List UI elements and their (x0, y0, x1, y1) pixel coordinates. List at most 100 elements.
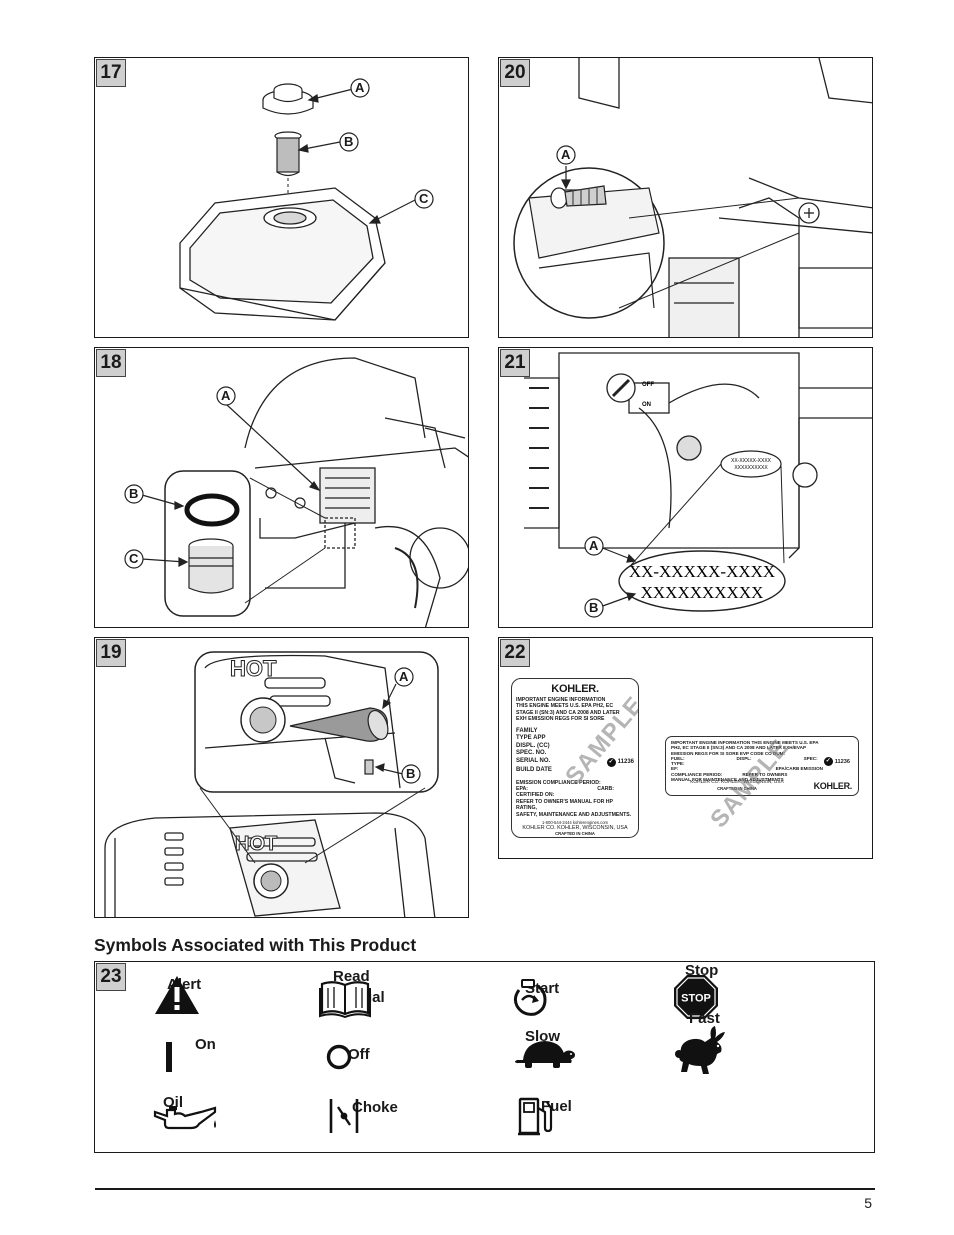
label-field: TYPE APP (516, 735, 546, 742)
choke-icon (329, 1099, 359, 1133)
alert-icon (155, 976, 199, 1014)
label-line: TYPE: (671, 761, 685, 767)
emission-label-right: IMPORTANT ENGINE INFORMATION THIS ENGINE… (665, 736, 859, 796)
fuel-filter-illustration (124, 357, 468, 627)
callout-c: C (419, 191, 429, 206)
callout-b: B (344, 134, 354, 149)
footer-rule (95, 1188, 875, 1190)
start-engine-icon (513, 979, 547, 1016)
symbol-oil: Oil (153, 1094, 217, 1130)
label-line: REFER TO OWNER'S MANUAL FOR HP RATING, (516, 798, 613, 812)
figure-number: 21 (500, 349, 530, 377)
symbol-slow: Slow (513, 1028, 575, 1068)
symbol-start: Start (509, 978, 559, 1016)
cert-number: 11236 (617, 758, 634, 765)
callout-a: A (221, 388, 231, 403)
symbol-read-manual: Read Manual (319, 968, 385, 1018)
figure-20-panel: 20 (498, 57, 873, 338)
fast-label: Fast (689, 1010, 720, 1027)
page-number: 5 (864, 1195, 872, 1211)
label-phone: 1-800-544-2444 kohlerengines.com (541, 820, 609, 826)
kohler-logo: KOHLER. (813, 781, 853, 791)
fuel-pump-icon (518, 1097, 553, 1136)
big-label-line1: XX-XXXXX-XXXX (629, 562, 775, 581)
certification-icon: ✓ (823, 757, 833, 766)
label-line: SPEC: (803, 755, 818, 761)
label-line: IMPORTANT ENGINE INFORMATION THIS ENGINE… (671, 740, 819, 745)
label-line: EMISSION REGS FOR SI SORE EVP CODE CO DU… (671, 750, 786, 756)
figure-number: 23 (96, 963, 126, 991)
figure-number: 22 (500, 639, 530, 667)
switch-on-text: ON (642, 402, 651, 408)
read-manual-label-1: Read (333, 968, 370, 985)
on-label: On (195, 1036, 216, 1053)
book-icon (319, 981, 371, 1018)
symbol-stop: STOP Stop (673, 962, 718, 1019)
label-field: BUILD DATE (516, 767, 552, 773)
label-field: FAMILY (516, 727, 538, 734)
label-field: SPEC. NO. (516, 750, 547, 757)
callout-c: C (129, 551, 139, 566)
label-crafted: CRAFTED IN CHINA (717, 785, 757, 791)
certification-icon: ✓ (606, 758, 616, 767)
turtle-icon (515, 1041, 575, 1068)
off-icon (326, 1044, 352, 1070)
stop-sign-text: STOP (681, 993, 711, 1005)
off-label: Off (348, 1046, 370, 1063)
label-field: SERIAL NO. (516, 758, 551, 764)
section-title: Symbols Associated with This Product (94, 935, 417, 955)
on-icon (166, 1042, 172, 1072)
label-line: EMISSION COMPLIANCE PERIOD: (516, 779, 601, 786)
big-label-line2: XXXXXXXXXX (641, 583, 764, 602)
choke-label: Choke (352, 1099, 398, 1116)
callout-b: B (129, 486, 139, 501)
figure-number: 20 (500, 59, 530, 87)
label-line: PH2, EC STAGE II (SN:3) AND CA 2008 AND … (671, 745, 807, 751)
figure-18-panel: 18 (94, 347, 469, 628)
label-line: EF: (671, 766, 679, 772)
label-crafted: CRAFTED IN CHINA (555, 831, 595, 837)
label-line: STAGE II (SN:3) AND CA 2008 AND LATER (516, 709, 620, 716)
emission-label-left: KOHLER. IMPORTANT ENGINE INFORMATION THI… (511, 678, 639, 838)
symbol-on: On (165, 1036, 216, 1072)
symbol-fuel: Fuel (517, 1096, 572, 1136)
callout-a: A (399, 669, 409, 684)
callout-a: A (561, 147, 571, 162)
figure-23-panel: 23 Alert Read Manual Start (94, 961, 875, 1153)
label-line: FUEL: (671, 755, 685, 761)
label-line: DISPL: (736, 755, 752, 761)
callout-a: A (355, 80, 365, 95)
engine-label-location-illustration: OFF ON XX-XXXXX-XXXX XXXXXXXXXX XX-XXXXX… (524, 352, 872, 618)
oil-can-icon (153, 1106, 217, 1130)
cert-number: 11236 (834, 758, 850, 765)
oil-label: Oil (163, 1094, 184, 1111)
callout-b: B (589, 600, 599, 615)
small-label-line1: XX-XXXXX-XXXX (731, 458, 772, 464)
slow-label: Slow (525, 1028, 561, 1045)
figure-17-panel: 17 (94, 57, 469, 338)
symbol-choke: Choke (328, 1097, 398, 1133)
figure-21-panel: 21 OFF ON XX-XXXXX-XXXX XXXXXXXXXX XX-XX… (498, 347, 873, 628)
label-company: KOHLER CO. KOHLER, WISCONSIN, USA (522, 825, 628, 832)
stop-sign-icon: STOP (674, 975, 718, 1019)
fuel-tank-illustration (179, 78, 434, 321)
symbol-off: Off (326, 1044, 370, 1070)
label-line: EPA/CARB EMISSION (775, 766, 823, 772)
callout-a: A (589, 538, 599, 553)
carburetor-screw-illustration (513, 58, 872, 337)
symbol-fast: Fast (673, 1010, 725, 1074)
label-line: CERTIFIED ON: (516, 792, 555, 799)
label-line: REFER TO OWNERS (742, 771, 788, 777)
label-line: EXH EMISSION REGS FOR SI SORE (516, 716, 605, 723)
stop-label: Stop (685, 962, 719, 979)
label-line: COMPLIANCE PERIOD: (671, 771, 723, 777)
figure-number: 18 (96, 349, 126, 377)
rabbit-icon (675, 1026, 725, 1074)
symbol-alert: Alert (153, 974, 201, 1014)
label-field: DISPL. (CC) (516, 742, 550, 749)
label-company: KOHLER CO. KOHLER, WISCONSIN, USA (690, 780, 784, 785)
label-line: MANUAL FOR MAINTENANCE AND ADJUSTMENTS (671, 777, 784, 783)
muffler-hot-text-upper: HOT (230, 656, 277, 681)
label-line: EPA: (516, 786, 529, 792)
label-line: SAFETY, MAINTENANCE AND ADJUSTMENTS. (516, 811, 632, 818)
